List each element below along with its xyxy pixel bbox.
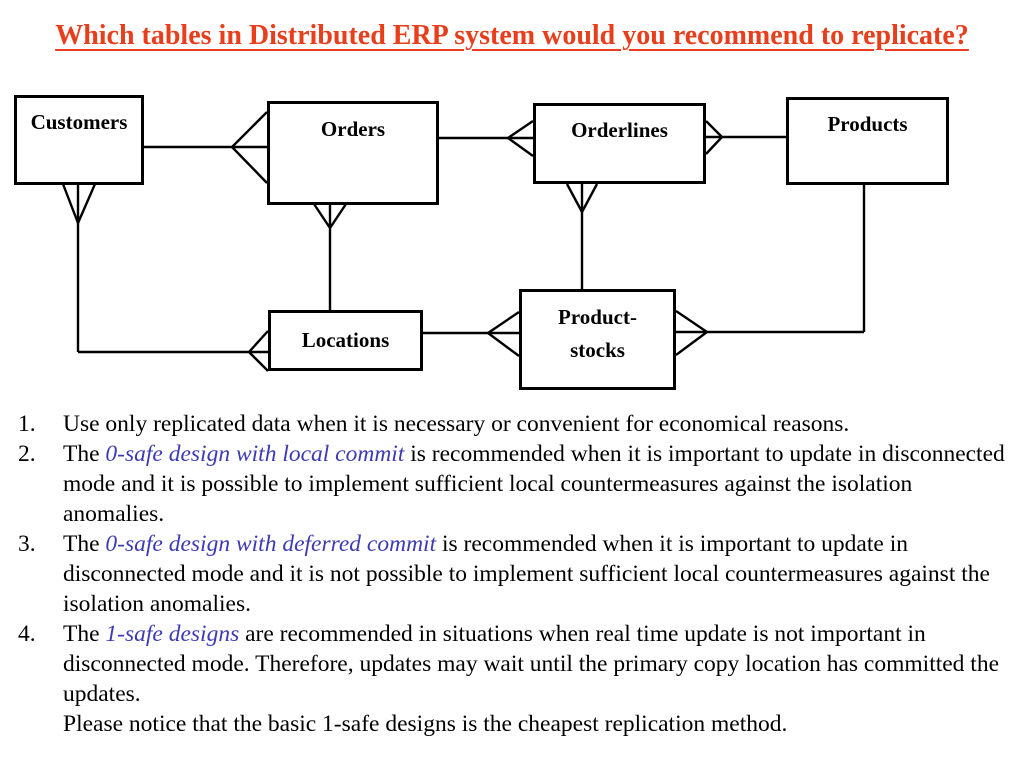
note-number: 4.: [18, 621, 36, 647]
entity-products: Products: [786, 97, 949, 185]
entity-product-stocks: Product- stocks: [519, 289, 676, 390]
entity-product-stocks-label-line2: stocks: [570, 338, 625, 362]
connector-orderlines-products: [705, 120, 786, 155]
connector-orderlines-productstocks: [565, 183, 599, 289]
note-text: The 1-safe designs are recommended in si…: [63, 619, 1012, 739]
note-number: 1.: [18, 411, 36, 437]
entity-orders: Orders: [267, 101, 439, 205]
entity-customers-label: Customers: [30, 110, 128, 134]
note-number: 3.: [18, 531, 36, 557]
entity-products-label: Products: [827, 112, 908, 136]
note-text: The 0-safe design with deferred commit i…: [63, 531, 990, 617]
entity-locations-label: Locations: [301, 328, 390, 352]
notes-list: 1. Use only replicated data when it is ne…: [18, 409, 1012, 739]
entity-orders-label: Orders: [320, 117, 386, 141]
note-item: 2. The 0-safe design with local commit is…: [18, 439, 1012, 529]
entity-locations: Locations: [268, 310, 423, 371]
note-item: 4. The 1-safe designs are recommended in …: [18, 619, 1012, 739]
connector-orders-locations: [313, 203, 347, 310]
note-item: 3. The 0-safe design with deferred commit…: [18, 529, 1012, 619]
connector-customers-orders: [143, 111, 268, 184]
entity-orderlines-label: Orderlines: [571, 118, 668, 142]
connector-locations-productstocks: [423, 311, 520, 357]
entity-orderlines: Orderlines: [533, 103, 706, 184]
entity-product-stocks-label-line1: Product-: [558, 305, 637, 329]
note-tail: Please notice that the basic 1-safe desi…: [63, 711, 788, 737]
slide-title: Which tables in Distributed ERP system w…: [55, 20, 969, 51]
connector-orders-orderlines: [438, 120, 534, 157]
connector-customers-locations: [61, 183, 269, 372]
entity-customers: Customers: [14, 95, 144, 185]
note-text: The 0-safe design with local commit is r…: [63, 441, 1005, 527]
note-number: 2.: [18, 441, 36, 467]
note-item: 1. Use only replicated data when it is ne…: [18, 409, 1012, 439]
connector-products-productstocks: [675, 184, 866, 356]
note-text: Use only replicated data when it is nece…: [63, 411, 850, 437]
